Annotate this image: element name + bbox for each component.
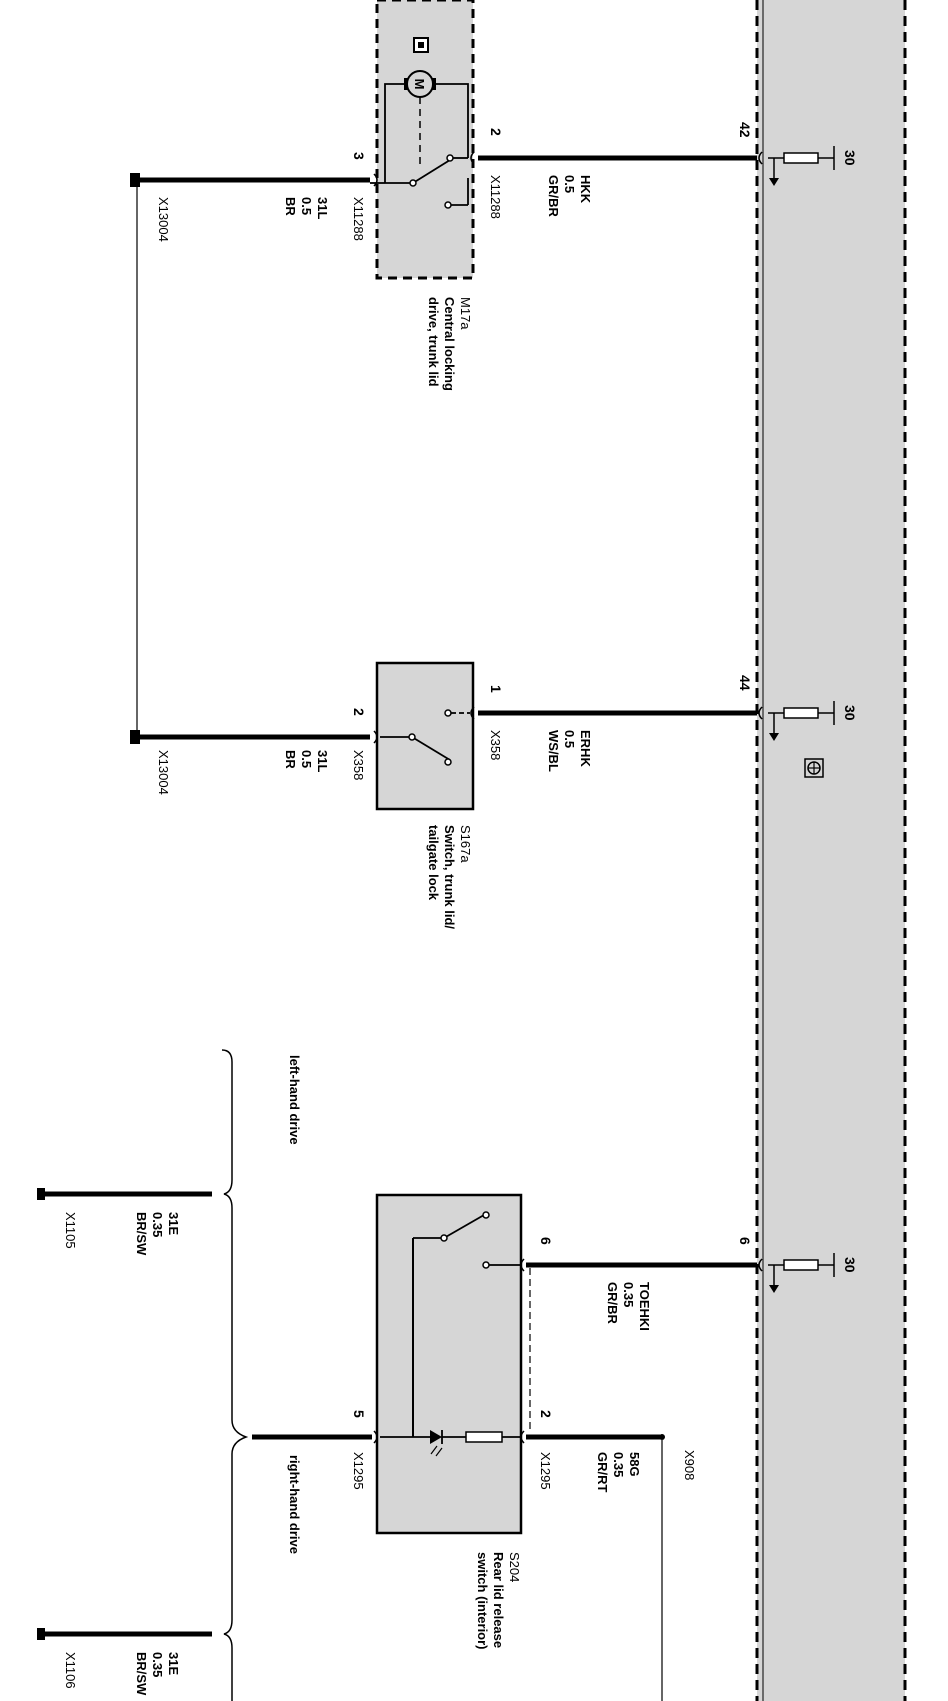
s167a-code: S167a: [458, 825, 473, 863]
s167a-pin-in: 1: [488, 685, 504, 693]
s204-wire-58g-signal: 58G: [627, 1452, 642, 1477]
m17a-wire-out-color: BR: [283, 197, 298, 216]
s204-group: [252, 1193, 757, 1701]
fuse-symbol-3: [758, 1253, 835, 1293]
s204-code: S204: [507, 1552, 522, 1582]
s204-wire-58g-color: GR/RT: [595, 1452, 610, 1493]
m17a-wire-in-signal: HKK: [578, 175, 593, 204]
lhd-connector: X1105: [63, 1212, 78, 1249]
s204-pin-58g: 2: [538, 1410, 554, 1418]
s167a-connector-out: X358: [351, 750, 366, 780]
m17a-wire-out-size: 0.5: [299, 197, 314, 215]
s204-connector-58g-src: X908: [682, 1450, 697, 1480]
s167a-desc-2: tailgate lock: [426, 825, 441, 901]
s167a-wire-in-size: 0.5: [562, 730, 577, 748]
s204-wire-in-signal: TOEHKI: [637, 1282, 652, 1331]
m17a-desc-1: Central locking: [442, 297, 457, 391]
s204-wire-58g-size: 0.35: [611, 1452, 626, 1477]
s167a-pin-out: 2: [351, 708, 367, 716]
module-pin-6: 6: [737, 1237, 753, 1245]
rhd-connector: X1106: [63, 1652, 78, 1689]
m17a-connector-out: X11288: [351, 197, 366, 241]
m17a-wire-in-size: 0.5: [562, 175, 577, 193]
m17a-code: M17a: [458, 297, 473, 330]
s167a-box: [375, 661, 475, 811]
s204-pin-out: 5: [351, 1410, 367, 1418]
fuse-label-1: 30: [842, 150, 858, 166]
s167a-wire-out-signal: 31L: [315, 750, 330, 772]
s204-connector-58g: X1295: [538, 1452, 553, 1490]
fuse-symbol-2: [758, 701, 835, 741]
module-logo-icon: [804, 758, 824, 778]
m17a-desc-2: drive, trunk lid: [426, 297, 441, 387]
lhd-size: 0.35: [150, 1212, 165, 1237]
s167a-desc-1: Switch, trunk lid/: [442, 825, 457, 929]
led-icon: [430, 1430, 442, 1444]
s167a-wire-in-color: WS/BL: [546, 730, 561, 772]
rhd-color: BR/SW: [134, 1652, 149, 1696]
s167a-wire-out-color: BR: [283, 750, 298, 769]
fuse-symbol-1: [758, 146, 835, 186]
s204-wire-in-color: GR/BR: [605, 1282, 620, 1325]
s204-desc-2: switch (interior): [475, 1552, 490, 1650]
variant-brace: [221, 1049, 249, 1701]
s204-desc-1: Rear lid release: [491, 1552, 506, 1648]
s167a-connector-in: X358: [488, 730, 503, 760]
s167a-wire-in-signal: ERHK: [578, 730, 593, 767]
m17a-pin-out: 3: [351, 152, 367, 160]
control-module-area: [757, 0, 905, 1701]
rhd-signal: 31E: [166, 1652, 181, 1675]
s167a-group: [130, 661, 757, 811]
fuse-label-2: 30: [842, 705, 858, 721]
lhd-color: BR/SW: [134, 1212, 149, 1256]
s204-pin-in: 6: [538, 1237, 554, 1245]
m17a-group: M: [130, 0, 757, 737]
lhd-label: left-hand drive: [287, 1055, 302, 1145]
s167a-wire-out-size: 0.5: [299, 750, 314, 768]
m17a-wire-in-color: GR/BR: [546, 175, 561, 218]
module-pin-42: 42: [737, 122, 753, 138]
s204-wire-in-size: 0.35: [621, 1282, 636, 1307]
motor-letter: M: [412, 79, 427, 90]
m17a-wire-out-signal: 31L: [315, 197, 330, 219]
lhd-signal: 31E: [166, 1212, 181, 1235]
rhd-label: right-hand drive: [287, 1455, 302, 1554]
s204-box: [375, 1193, 523, 1535]
s167a-ground: X13004: [156, 750, 171, 795]
module-pin-44: 44: [737, 675, 753, 691]
fuse-label-3: 30: [842, 1257, 858, 1273]
m17a-pin-in: 2: [488, 128, 504, 136]
resistor-icon: [465, 1431, 503, 1443]
rhd-size: 0.35: [150, 1652, 165, 1677]
m17a-connector-in: X11288: [488, 175, 503, 219]
s204-connector-out: X1295: [351, 1452, 366, 1490]
m17a-ground: X13004: [156, 197, 171, 242]
